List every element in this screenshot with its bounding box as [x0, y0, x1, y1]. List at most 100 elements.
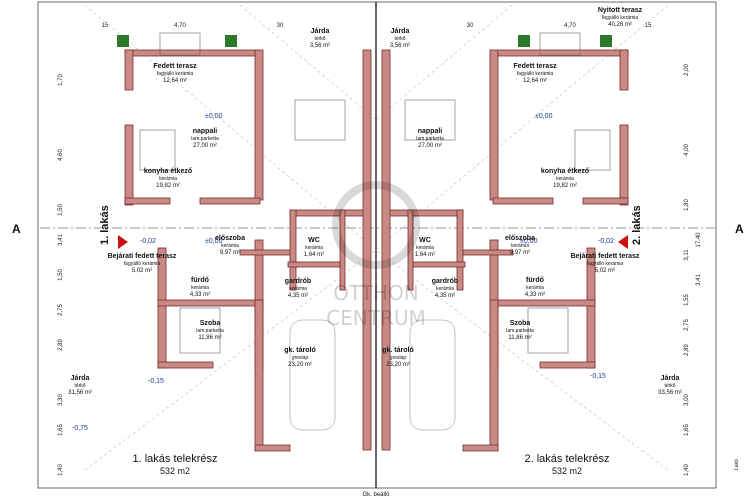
right-room-area: 9,97 m²: [510, 250, 530, 256]
left-room-name: nappali: [193, 128, 218, 135]
level-right: ±0,00: [520, 238, 538, 245]
dim-left-label: 4,60: [58, 149, 64, 161]
dim-left-label: 1,40: [58, 464, 64, 476]
right-plot-area: 532 m2: [552, 466, 582, 476]
left-room-name: gardrób: [285, 278, 311, 285]
left-room-name: Járda: [311, 28, 330, 35]
dim-right-label: 3,00: [684, 394, 690, 406]
section-marker-right: A: [735, 222, 744, 236]
dim-top-label: 15: [102, 23, 109, 29]
left-room-name: előszoba: [215, 235, 245, 242]
right-room-area: 23,20 m²: [386, 362, 410, 368]
roof-lines: [84, 4, 669, 471]
dim-right-label: 1,40: [684, 464, 690, 476]
level-left: ±0,00: [205, 238, 223, 245]
left-room-name: Járda: [71, 375, 90, 382]
left-room-name: Fedett terasz: [153, 63, 197, 70]
right-room-finish: kerámia: [511, 243, 529, 249]
dim-right-label: 2,00: [684, 64, 690, 76]
dim-left-label: 1,50: [58, 204, 64, 216]
right-room-area: 3,56 m²: [390, 43, 410, 49]
left-room-area: 5,02 m²: [132, 268, 152, 274]
section-marker-left: A: [12, 222, 21, 236]
dim-top-label: 30: [277, 23, 284, 29]
left-room-finish: kerámia: [159, 176, 177, 182]
left-room-name: fürdő: [191, 277, 209, 284]
left-room-finish: kerámia: [221, 243, 239, 249]
door-tag: Lakó: [734, 459, 740, 470]
dim-right-label: 1,65: [684, 424, 690, 436]
car-outlines: [289, 319, 456, 431]
right-plot-title: 2. lakás telekrész: [525, 453, 610, 465]
left-room-area: 19,82 m²: [156, 183, 180, 189]
left-room-finish: térkő: [314, 36, 325, 42]
left-room-finish: greslap: [292, 355, 309, 361]
right-room-area: 4,35 m²: [435, 293, 455, 299]
left-room-area: 11,86 m²: [198, 335, 221, 341]
right-room-area: 19,82 m²: [553, 183, 577, 189]
level-left-outside: -0,75: [72, 425, 88, 432]
dim-left-label: 1,70: [58, 74, 64, 86]
right-room-area: 5,02 m²: [595, 268, 615, 274]
dim-right-label: 2,89: [684, 344, 690, 356]
right-room-name: gk. tároló: [382, 347, 414, 354]
watermark-logo: [332, 181, 420, 269]
right-room-finish: térkő: [394, 36, 405, 42]
left-room-finish: lam.parketta: [196, 328, 224, 334]
left-unit-walls: [124, 49, 372, 452]
level-left-entry: -0,02: [140, 238, 156, 245]
right-room-name: konyha étkező: [541, 168, 589, 175]
left-room-name: WC: [308, 237, 320, 244]
right-room-name: Nyitott terasz: [598, 7, 643, 14]
right-room-name: Bejárati fedett terasz: [571, 253, 640, 260]
dim-left-label: 1,50: [58, 269, 64, 281]
dim-right-label: 3,11: [684, 249, 690, 261]
left-room-name: Szoba: [200, 320, 221, 327]
dim-right-label: 4,00: [684, 144, 690, 156]
dims-right: 2,004,001,8017,403,113,411,552,752,893,0…: [684, 64, 702, 476]
terrace-furniture: [117, 32, 612, 354]
left-room-area: 4,35 m²: [288, 293, 308, 299]
left-room-area: 3,56 m²: [310, 43, 330, 49]
dim-left-label: 1,65: [58, 424, 64, 436]
right-room-finish: kerámia: [556, 176, 574, 182]
left-room-finish: fagyálló kerámia: [124, 261, 161, 267]
left-room-finish: térkő: [74, 383, 85, 389]
left-room-area: 27,00 m²: [193, 143, 217, 149]
dim-right-label: 1,80: [684, 199, 690, 211]
left-room-finish: fagyálló kerámia: [157, 71, 194, 77]
dim-right-label: 3,41: [696, 274, 702, 286]
dim-top-label: 15: [645, 23, 652, 29]
right-room-finish: fagyálló kerámia: [517, 71, 554, 77]
left-room-area: 9,97 m²: [220, 250, 240, 256]
right-room-finish: fagyálló kerámia: [602, 15, 639, 21]
right-room-name: Szoba: [510, 320, 531, 327]
right-room-area: 40,26 m²: [608, 22, 632, 28]
right-room-name: nappali: [418, 128, 443, 135]
right-room-finish: térkő: [664, 383, 675, 389]
right-room-finish: kerámia: [416, 245, 434, 251]
left-room-finish: lam.parketta: [191, 136, 219, 142]
left-room-area: 23,20 m²: [288, 362, 312, 368]
right-room-area: 27,00 m²: [418, 143, 442, 149]
right-room-finish: fagyálló kerámia: [587, 261, 624, 267]
dims-left: 1,704,601,503,411,502,752,893,301,651,40: [58, 74, 64, 476]
dim-left-label: 3,41: [58, 234, 64, 246]
right-room-name: WC: [419, 237, 431, 244]
level-right-living: ±0,00: [535, 113, 553, 120]
plot-boundary: [37, 1, 717, 489]
watermark-line2: CENTRUM: [326, 306, 426, 330]
left-room-finish: kerámia: [191, 285, 209, 291]
right-room-name: Járda: [391, 28, 410, 35]
right-room-area: 4,33 m²: [525, 292, 545, 298]
right-room-name: Járda: [661, 375, 680, 382]
left-room-finish: kerámia: [289, 286, 307, 292]
right-unit-label: 2. lakás: [631, 205, 643, 245]
right-room-finish: kerámia: [436, 286, 454, 292]
level-left-living: ±0,00: [205, 113, 223, 120]
left-room-area: 31,56 m²: [68, 390, 92, 396]
left-unit-label: 1. lakás: [99, 205, 111, 245]
dim-left-label: 3,30: [58, 394, 64, 406]
parking-label: Gk. beálló: [362, 492, 390, 498]
